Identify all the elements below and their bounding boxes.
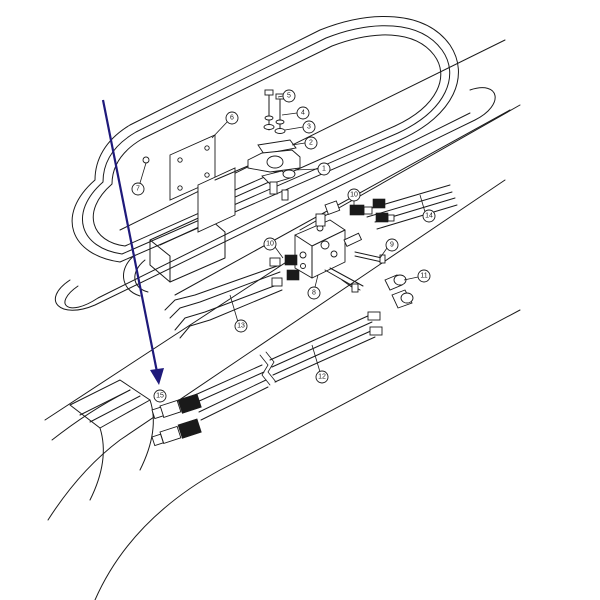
svg-text:5: 5 [287, 93, 291, 100]
fitting-10-left [269, 254, 300, 287]
callout-1: 1 [317, 162, 331, 176]
callout-9: 9 [385, 238, 399, 252]
svg-text:11: 11 [420, 273, 427, 280]
callout-10-upper: 10 [347, 188, 361, 202]
callout-3: 3 [302, 120, 316, 134]
svg-text:2: 2 [309, 140, 313, 147]
quick-couplers-15 [151, 393, 202, 447]
callout-13: 13 [234, 319, 248, 333]
callout-5: 5 [282, 89, 296, 103]
callout-12: 12 [315, 370, 329, 384]
hose-loop-upper [71, 16, 459, 263]
callout-11: 11 [417, 269, 431, 283]
svg-text:1: 1 [322, 166, 326, 173]
svg-text:4: 4 [301, 110, 305, 117]
callout-8: 8 [307, 286, 321, 300]
svg-text:14: 14 [425, 213, 433, 220]
svg-text:8: 8 [312, 290, 316, 297]
hose-13 [164, 254, 300, 339]
callout-7: 7 [131, 182, 145, 196]
callout-4: 4 [296, 106, 310, 120]
svg-text:15: 15 [156, 393, 164, 400]
callout-10-left: 10 [263, 237, 277, 251]
svg-text:10: 10 [350, 192, 358, 199]
svg-text:10: 10 [266, 241, 274, 248]
callout-6: 6 [225, 111, 239, 125]
mounting-bracket [142, 134, 286, 233]
callouts: 1 2 3 4 5 6 7 8 [131, 89, 436, 403]
boom-frame [44, 39, 521, 600]
hose-12 [194, 311, 383, 421]
fitting-10-upper-right [349, 198, 395, 223]
svg-text:12: 12 [318, 374, 326, 381]
hose-loop-lower [54, 87, 496, 311]
clamp-stack [247, 89, 301, 201]
pointer-arrow [101, 99, 164, 385]
svg-text:6: 6 [230, 115, 234, 122]
callout-2: 2 [304, 136, 318, 150]
callout-14: 14 [422, 209, 436, 223]
svg-text:13: 13 [237, 323, 245, 330]
svg-text:9: 9 [390, 242, 394, 249]
valve-block [294, 200, 364, 291]
svg-text:3: 3 [307, 124, 311, 131]
fitting-11 [384, 274, 414, 309]
svg-text:7: 7 [136, 186, 140, 193]
callout-15: 15 [153, 389, 167, 403]
hose-14 [349, 184, 458, 230]
